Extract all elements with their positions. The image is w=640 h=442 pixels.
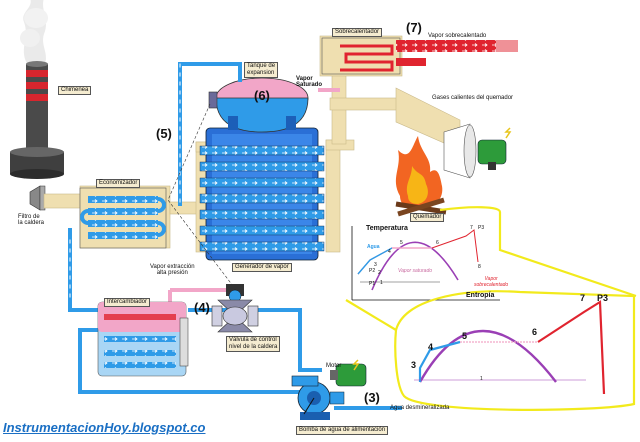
chimney-label: Chimenea <box>58 86 92 96</box>
water-pipes <box>68 62 402 410</box>
zoom-p3-label: P3 <box>597 293 609 303</box>
demineralized-water-label: Agua desmineralizada <box>390 405 450 411</box>
hot-gases-label: Gases calientes del quemador <box>432 95 514 101</box>
zoom-point-3: 3 <box>411 360 417 370</box>
ts-point-7: 7 <box>470 225 473 231</box>
ts-water-label: Agua <box>367 244 380 250</box>
ts-p3-label: P3 <box>478 225 485 231</box>
motor-label: Motor <box>326 363 342 369</box>
ts-point-4: 4 <box>388 249 391 255</box>
zoom-point-4: 4 <box>428 342 434 352</box>
stage-3-number: (3) <box>364 390 380 405</box>
zoom-point-7: 7 <box>580 293 586 303</box>
ts-superheated-label: Vapor sobrecalentado <box>474 276 509 288</box>
boiler-filter <box>29 185 46 211</box>
control-valve-label: Válvula de control nivel de la caldera <box>226 336 281 353</box>
ts-p2-label: P2 <box>369 268 376 274</box>
saturated-steam-label: Vapor Saturado <box>296 76 323 89</box>
feed-pump-label: Bomba de agua de alimentación <box>296 426 389 436</box>
hp-extraction-label: Vapor extracción alta presión <box>150 264 195 277</box>
ts-p1-label: P1 <box>369 281 376 287</box>
zoom-point-1: 1 <box>480 376 483 382</box>
feed-water-pump <box>291 375 345 420</box>
ts-temperature-axis: Temperatura <box>366 225 408 232</box>
steam-generator <box>199 127 325 261</box>
ts-diagram-zoomed <box>414 300 606 395</box>
steam-generator-label: Generador de vapor <box>232 263 292 273</box>
ts-diagram-small <box>348 222 504 304</box>
burner-blower <box>443 123 512 179</box>
superheated-steam-label: Vapor sobrecalentado <box>428 33 487 39</box>
pump-motor <box>330 359 367 387</box>
ts-entropy-axis: Entropía <box>466 292 495 299</box>
heat-exchanger <box>97 301 189 377</box>
zoom-point-5: 5 <box>462 331 468 341</box>
expansion-tank <box>208 77 309 133</box>
burner-flame <box>395 136 447 217</box>
level-control-valve <box>211 284 259 333</box>
ts-point-2: 2 <box>378 270 381 276</box>
ts-point-6: 6 <box>436 240 439 246</box>
ts-point-1: 1 <box>380 280 383 286</box>
superheater <box>321 37 518 75</box>
stage-6-number: (6) <box>254 88 270 103</box>
stage-5-number: (5) <box>156 126 172 141</box>
zoom-point-6: 6 <box>532 327 538 337</box>
superheater-label: Sobrecalentador <box>332 28 383 38</box>
economizer-label: Economizador <box>96 179 141 189</box>
zoom-highlight <box>345 206 637 411</box>
ts-point-8: 8 <box>478 264 481 270</box>
stage-4-number: (4) <box>194 300 210 315</box>
economizer <box>79 187 167 249</box>
blog-url-link[interactable]: InstrumentacionHoy.blogspot.co <box>3 420 206 435</box>
expansion-tank-label: Tanque de expansion <box>244 62 279 79</box>
stage-7-number: (7) <box>406 20 422 35</box>
ts-point-3: 3 <box>374 262 377 268</box>
burner-label: Quemador <box>410 213 445 223</box>
heat-exchanger-label: Intercambiador <box>104 298 151 308</box>
ts-point-5: 5 <box>400 240 403 246</box>
ts-saturated-label: Vapor saturado <box>398 268 433 274</box>
filter-label: Filtro de la caldera <box>18 214 45 227</box>
chimney <box>10 0 64 179</box>
